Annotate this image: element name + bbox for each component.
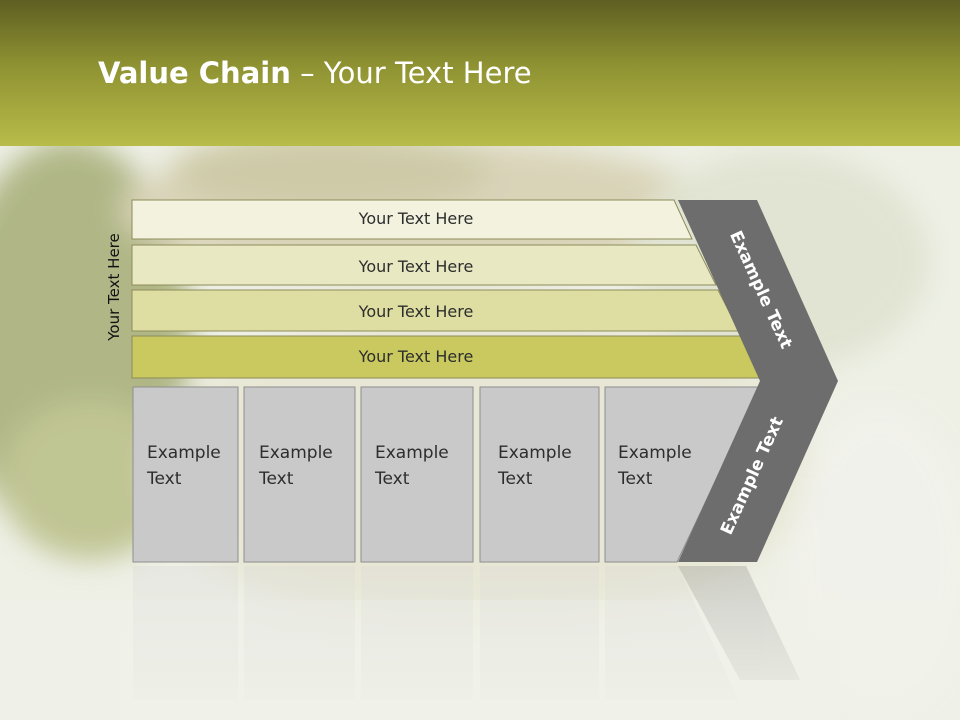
row-1-label: Your Text Here: [358, 209, 474, 228]
column-box: Example Text: [243, 386, 356, 563]
column-5-text: Example Text: [617, 443, 697, 489]
column-4-line2: Text: [497, 469, 533, 489]
row-bar-2: [131, 244, 717, 286]
reflection-fade: [120, 566, 840, 720]
row-bar: Your Text Here: [131, 199, 693, 240]
column-box-4: [479, 386, 600, 563]
column-1-line2: Text: [146, 469, 182, 489]
title-rest: – Your Text Here: [290, 56, 532, 90]
column-box-2: [243, 386, 356, 563]
row-bar: Your Text Here: [131, 335, 764, 379]
column-box: Example Text: [479, 386, 600, 563]
column-2-text: Example Text: [258, 443, 338, 489]
slide-title: Value Chain – Your Text Here: [98, 56, 532, 90]
title-bold: Value Chain: [98, 56, 291, 90]
column-1-text: Example Text: [146, 443, 226, 489]
column-2-line1: Example: [259, 443, 333, 463]
row-bar-1: [131, 199, 693, 240]
row-3-label: Your Text Here: [358, 302, 474, 321]
row-4-label: Your Text Here: [358, 347, 474, 366]
column-box-5: [604, 386, 761, 563]
row-bar: Your Text Here: [131, 244, 717, 286]
column-5-line2: Text: [617, 469, 653, 489]
column-3-text: Example Text: [374, 443, 454, 489]
header-band: Value Chain – Your Text Here: [0, 0, 960, 146]
column-4-text: Example Text: [497, 443, 577, 489]
column-4-line1: Example: [498, 443, 572, 463]
column-box: Example Text: [604, 386, 761, 563]
chevron-arrow: [678, 200, 838, 562]
column-3-line2: Text: [374, 469, 410, 489]
column-box-3: [360, 386, 474, 563]
column-5-line1: Example: [618, 443, 692, 463]
column-box: Example Text: [360, 386, 474, 563]
column-2-line2: Text: [258, 469, 294, 489]
row-2-label: Your Text Here: [358, 257, 474, 276]
row-bar: Your Text Here: [131, 289, 740, 332]
column-3-line1: Example: [375, 443, 449, 463]
column-box: Example Text: [132, 386, 239, 563]
column-1-line1: Example: [147, 443, 221, 463]
column-box-1: [132, 386, 239, 563]
